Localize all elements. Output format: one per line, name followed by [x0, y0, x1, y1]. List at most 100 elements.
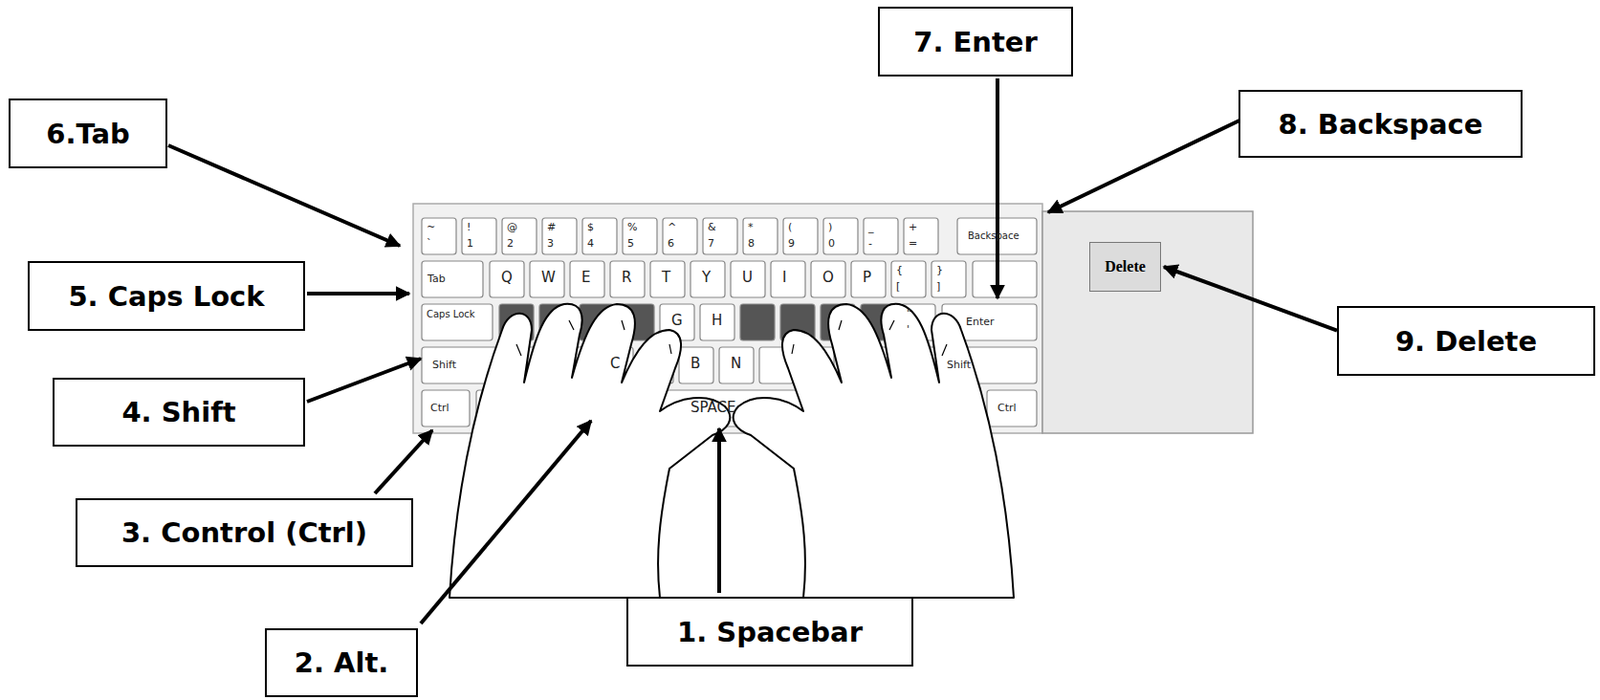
key-legend: } [936, 264, 943, 276]
key [903, 218, 939, 255]
key [421, 304, 493, 341]
key-legend: 1 [466, 238, 474, 249]
leader-line [1048, 120, 1240, 213]
callout-label: 3. Control (Ctrl) [121, 516, 368, 549]
callout-box: 4. Shift [52, 377, 306, 447]
key-legend: SPACE [690, 400, 737, 416]
key-legend: " [906, 307, 912, 319]
callout-box: 2. Alt. [264, 628, 418, 698]
key-legend: H [711, 313, 723, 329]
key-legend: = [908, 238, 918, 249]
callout-label: 2. Alt. [294, 646, 390, 680]
key-legend: Caps Lock [426, 309, 476, 320]
key-legend: ~ [426, 221, 436, 233]
key-legend: 5 [627, 238, 635, 249]
callout-label: 5. Caps Lock [67, 280, 264, 313]
key-legend: - [868, 238, 873, 249]
key [702, 218, 738, 255]
key-legend: B [690, 356, 701, 372]
key-legend: ] [936, 281, 941, 292]
key [421, 218, 457, 255]
leader-line [995, 78, 1000, 299]
leader-line [420, 420, 592, 624]
key-legend: C [610, 356, 620, 372]
key [823, 218, 858, 255]
leader-line [717, 428, 722, 593]
key [679, 347, 714, 384]
key-legend: 6 [667, 238, 675, 249]
key-legend: @ [506, 221, 518, 233]
finger-lines [516, 320, 947, 356]
hands [449, 304, 1014, 598]
key-legend: O [822, 270, 834, 285]
key-legend: [ [896, 281, 900, 292]
leader-line [306, 291, 410, 296]
key [700, 304, 735, 341]
key-legend: P [862, 270, 872, 285]
key [891, 261, 926, 298]
key-legend: Shift [432, 359, 457, 371]
key-legend: $ [587, 221, 594, 233]
left-hand [449, 304, 730, 598]
key-legend: Shift [946, 359, 971, 371]
key-legend: G [671, 313, 683, 329]
callout-box: 6.Tab [8, 98, 168, 169]
key [542, 218, 577, 255]
delete-key: Delete [1089, 241, 1162, 292]
key [461, 218, 497, 255]
key-legend: _ [868, 221, 875, 233]
callout-label: 7. Enter [913, 25, 1038, 59]
key [743, 218, 778, 255]
key-label: Delete [1104, 258, 1146, 276]
callout-label: 6.Tab [45, 117, 131, 151]
callout-box: 3. Control (Ctrl) [75, 498, 414, 568]
key [770, 261, 806, 298]
key [502, 218, 537, 255]
key [582, 218, 617, 255]
callout-box: 1. Spacebar [626, 596, 914, 667]
key [931, 261, 966, 298]
key-legend: ! [466, 221, 471, 233]
key-legend: ( [788, 221, 792, 233]
key [569, 261, 605, 298]
key [851, 261, 886, 298]
key-legend: I [782, 270, 787, 285]
callout-box: 9. Delete [1336, 306, 1596, 376]
key [810, 261, 846, 298]
right-hand [733, 304, 1014, 598]
key-legend: 2 [506, 238, 514, 249]
key [690, 261, 725, 298]
key-legend: Backspace [967, 231, 1020, 242]
key-legend: N [730, 356, 742, 372]
leader-line [306, 358, 421, 402]
key-legend: 3 [547, 238, 554, 249]
key-legend: 4 [587, 238, 594, 249]
callout-label: 8. Backspace [1278, 108, 1484, 141]
key-legend: T [661, 270, 671, 285]
key [783, 218, 818, 255]
connector-arrow [1163, 266, 1337, 331]
key-legend: 7 [707, 238, 715, 249]
key [863, 218, 899, 255]
key-legend: 0 [828, 238, 835, 249]
key-legend: R [621, 270, 632, 285]
key-legend: + [908, 221, 918, 233]
key [421, 390, 470, 427]
side-panel [1042, 211, 1253, 434]
callout-box: 5. Caps Lock [27, 261, 306, 331]
key-legend: W [541, 270, 556, 285]
key [489, 261, 525, 298]
key-legend: ` [426, 238, 433, 249]
key-legend: Y [701, 270, 711, 285]
key-legend: Enter [965, 316, 995, 328]
key-legend: 8 [747, 238, 755, 249]
key-legend: Ctrl [997, 402, 1017, 414]
key-legend: ) [828, 221, 833, 233]
key [610, 261, 645, 298]
key-legend: & [707, 221, 717, 233]
leader-line [374, 430, 433, 494]
key-legend: ' [906, 324, 910, 335]
key-legend: 9 [788, 238, 795, 249]
key-legend: Q [501, 270, 513, 285]
